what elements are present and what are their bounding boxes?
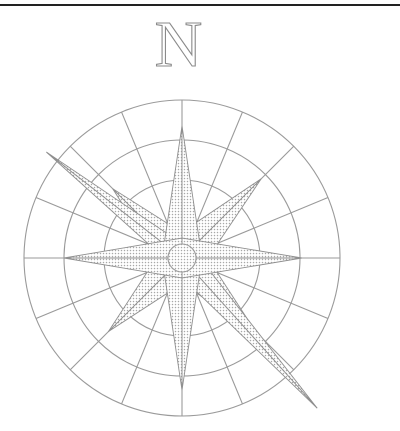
east-point-left <box>182 238 302 258</box>
west-point-right <box>64 238 182 258</box>
west-point-left <box>64 258 182 278</box>
center-hub <box>168 244 196 272</box>
east-point-right <box>182 258 302 278</box>
